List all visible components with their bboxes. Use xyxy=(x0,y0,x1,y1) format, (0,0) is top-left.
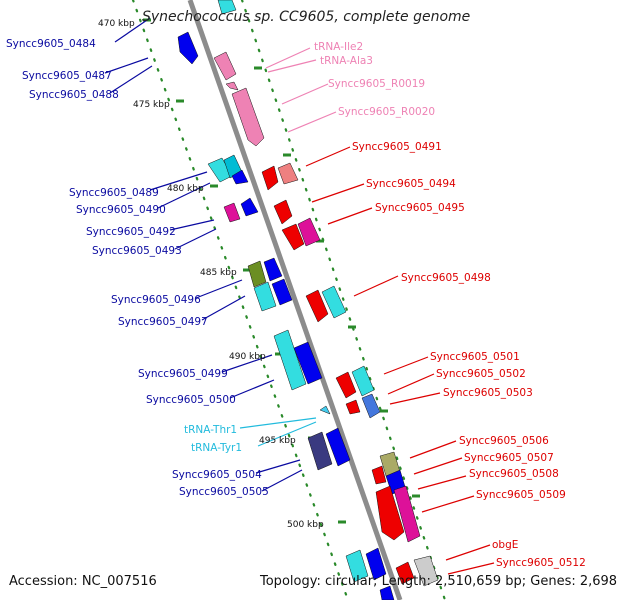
gene-obge xyxy=(395,561,415,585)
gene-label: Syncc9605_0495 xyxy=(375,202,465,214)
trna-labels: tRNA-Thr1 tRNA-Tyr1 xyxy=(184,424,242,454)
gene-0513 xyxy=(379,585,395,600)
gene-0491 xyxy=(261,165,279,191)
gene-0501b xyxy=(351,365,375,397)
gene-label: Syncc9605_0504 xyxy=(172,469,262,481)
gene-trna xyxy=(319,405,331,415)
gene-0495 xyxy=(281,223,305,251)
gene-label: Syncc9605_0506 xyxy=(459,435,549,447)
gene-label: Syncc9605_0503 xyxy=(443,387,533,399)
gene-label: Syncc9605_0498 xyxy=(401,272,491,284)
gene-0504 xyxy=(307,431,333,471)
gene-0497 xyxy=(253,281,277,312)
rna-label: Syncc9605_R0020 xyxy=(338,106,435,118)
gene-label: Syncc9605_0487 xyxy=(22,70,112,82)
gene-0494 xyxy=(273,199,293,225)
gene-0493 xyxy=(240,197,259,217)
gene-0508 xyxy=(371,465,387,485)
gene-0497b xyxy=(271,278,293,306)
gene-0491b xyxy=(277,162,299,185)
gene-0498b xyxy=(321,285,347,319)
right-gene-labels: Syncc9605_0491 Syncc9605_0494 Syncc9605_… xyxy=(352,141,586,569)
map-title: Synechococcus sp. CC9605, complete genom… xyxy=(142,9,471,25)
gene-0492 xyxy=(223,202,241,223)
gene-label: Syncc9605_0492 xyxy=(86,226,176,238)
scale-label: 485 kbp xyxy=(200,268,237,278)
gene-0509b xyxy=(393,485,421,543)
gene-0503 xyxy=(361,393,381,419)
genome-backbone xyxy=(187,0,403,600)
gene-rrna-1 xyxy=(213,51,237,81)
gene-0509 xyxy=(375,485,405,541)
gene-0499 xyxy=(273,329,307,391)
gene-label: Syncc9605_0493 xyxy=(92,245,182,257)
gene-0502 xyxy=(345,399,361,415)
gene-0501 xyxy=(335,371,357,399)
scale-label: 480 kbp xyxy=(167,184,204,194)
gene-0505 xyxy=(325,427,351,467)
gene-0500 xyxy=(293,341,323,385)
gene-0495b xyxy=(297,217,321,247)
rna-label: tRNA-Ile2 xyxy=(314,41,363,53)
trna-label: tRNA-Thr1 xyxy=(184,424,237,436)
gene-label: Syncc9605_0508 xyxy=(469,468,559,480)
scale-label: 490 kbp xyxy=(229,352,266,362)
left-genes xyxy=(177,31,395,600)
genome-map: 470 kbp 475 kbp 480 kbp 485 kbp 490 kbp … xyxy=(6,0,586,600)
gene-label: Syncc9605_0501 xyxy=(430,351,520,363)
gene-label: obgE xyxy=(492,539,518,551)
gene-0490 xyxy=(231,169,249,185)
gene-label: Syncc9605_0507 xyxy=(464,452,554,464)
gene-0490-top xyxy=(217,0,237,15)
gene-label: Syncc9605_0496 xyxy=(111,294,201,306)
gene-0496b xyxy=(263,257,283,282)
scale-ticks xyxy=(143,18,420,524)
gene-label: Syncc9605_0494 xyxy=(366,178,456,190)
gene-0510 xyxy=(345,549,369,583)
gene-label: Syncc9605_0512 xyxy=(496,557,586,569)
gene-label: Syncc9605_0502 xyxy=(436,368,526,380)
gene-rrna-2 xyxy=(225,81,239,91)
gene-0512 xyxy=(413,555,439,587)
topology-text: Topology: circular; Length: 2,510,659 bp… xyxy=(260,574,617,589)
gene-label: Syncc9605_0490 xyxy=(76,204,166,216)
rna-label: Syncc9605_R0019 xyxy=(328,78,425,90)
scale-labels: 470 kbp 475 kbp 480 kbp 485 kbp 490 kbp … xyxy=(98,19,324,530)
scale-label: 475 kbp xyxy=(133,100,170,110)
gene-label: Syncc9605_0505 xyxy=(179,486,269,498)
gene-0496 xyxy=(247,260,267,288)
gene-label: Syncc9605_0489 xyxy=(69,187,159,199)
right-genes xyxy=(213,0,439,587)
track-outline xyxy=(131,0,447,600)
scale-label: 495 kbp xyxy=(259,436,296,446)
rna-labels: tRNA-Ile2 tRNA-Ala3 Syncc9605_R0019 Sync… xyxy=(314,41,435,118)
gene-label: Syncc9605_0499 xyxy=(138,368,228,380)
rna-label: tRNA-Ala3 xyxy=(320,55,373,67)
left-gene-labels: Syncc9605_0484 Syncc9605_0487 Syncc9605_… xyxy=(6,38,269,498)
gene-label: Syncc9605_0497 xyxy=(118,316,208,328)
trna-label: tRNA-Tyr1 xyxy=(191,442,242,454)
scale-label: 500 kbp xyxy=(287,520,324,530)
gene-label: Syncc9605_0488 xyxy=(29,89,119,101)
gene-label: Syncc9605_0484 xyxy=(6,38,96,50)
accession-text: Accession: NC_007516 xyxy=(9,574,157,589)
gene-label: Syncc9605_0500 xyxy=(146,394,236,406)
gene-0484 xyxy=(177,31,199,65)
gene-0511 xyxy=(365,547,387,581)
scale-label: 470 kbp xyxy=(98,19,135,29)
gene-rrna-3 xyxy=(231,87,265,147)
gene-label: Syncc9605_0491 xyxy=(352,141,442,153)
leader-lines xyxy=(104,17,495,575)
gene-0498 xyxy=(305,289,329,323)
gene-label: Syncc9605_0509 xyxy=(476,489,566,501)
